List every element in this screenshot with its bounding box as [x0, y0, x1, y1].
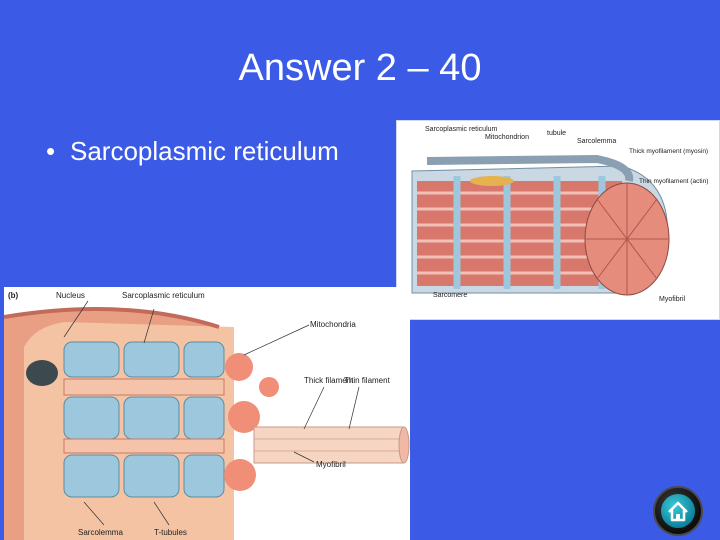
bullet-dot: •	[46, 134, 70, 168]
label-thin-myofilament: Thin myofilament (actin)	[639, 178, 708, 185]
label-thick-myofilament: Thick myofilament (myosin)	[629, 148, 708, 155]
bullet-item: •Sarcoplasmic reticulum	[46, 134, 339, 168]
label-mitochondrion: Mitochondrion	[485, 134, 529, 141]
home-icon	[661, 494, 695, 528]
muscle-fiber-diagram-top: Sarcoplasmic reticulum Mitochondrion tub…	[396, 120, 720, 320]
label-myofibril-top: Myofibril	[659, 296, 686, 303]
label-panel-b: (b)	[8, 291, 19, 300]
label-sarcomere: Sarcomere	[433, 292, 467, 299]
muscle-fiber-diagram-bottom: (b) Nucleus Sarcoplasmic reticulum Mitoc…	[4, 287, 410, 540]
label-nucleus: Nucleus	[56, 291, 85, 300]
label-tubule: tubule	[547, 130, 566, 137]
label-t-tubules: T-tubules	[154, 528, 187, 537]
label-myofibril-bottom: Myofibril	[316, 460, 346, 469]
label-sarcolemma-top: Sarcolemma	[577, 138, 616, 145]
label-sarcoplasmic-reticulum-bottom: Sarcoplasmic reticulum	[122, 291, 205, 300]
muscle-fiber-illustration-bottom: (b) Nucleus Sarcoplasmic reticulum Mitoc…	[4, 287, 410, 540]
label-thin-filament: Thin filament	[344, 376, 391, 385]
home-button[interactable]	[653, 486, 703, 536]
label-mitochondria: Mitochondria	[310, 320, 356, 329]
label-sarcoplasmic-reticulum: Sarcoplasmic reticulum	[425, 126, 498, 133]
slide-title: Answer 2 – 40	[0, 44, 720, 92]
bullet-text: Sarcoplasmic reticulum	[70, 136, 339, 166]
muscle-fiber-illustration-top: Sarcoplasmic reticulum Mitochondrion tub…	[397, 121, 719, 319]
label-sarcolemma-bottom: Sarcolemma	[78, 528, 123, 537]
